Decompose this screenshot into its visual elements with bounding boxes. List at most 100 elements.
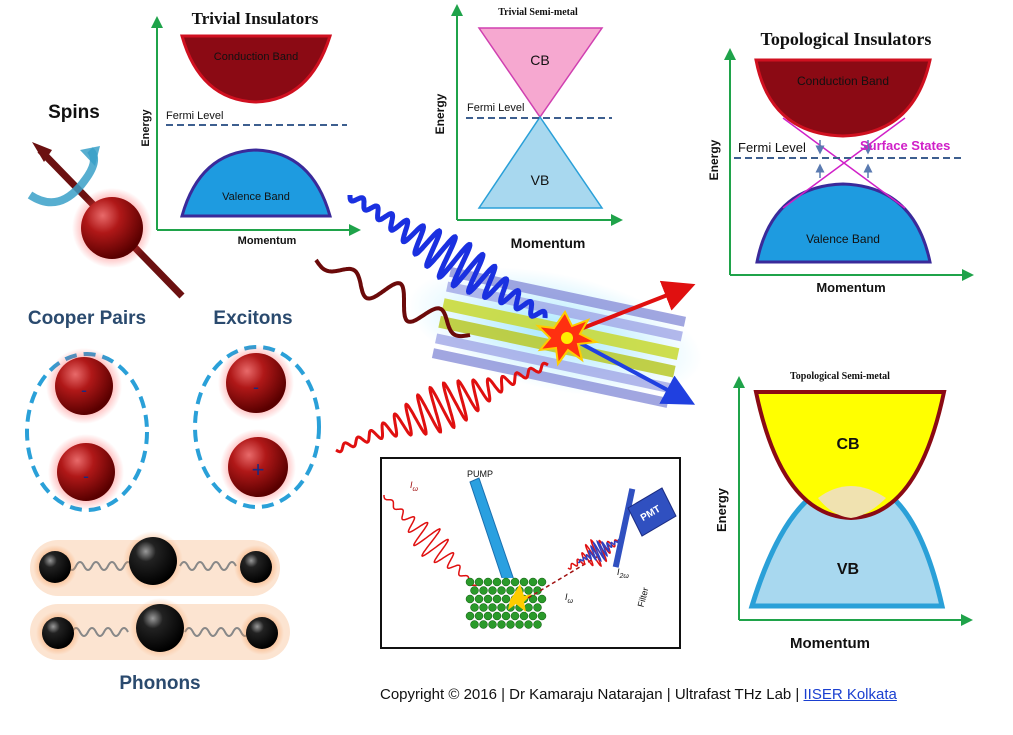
sample-atom <box>492 594 502 604</box>
sample-atom <box>479 603 488 612</box>
sample-atom <box>465 611 475 621</box>
sample-atom <box>483 594 493 604</box>
sample-atom <box>483 611 493 621</box>
sample-atom <box>465 594 475 604</box>
sample-atom <box>524 586 533 595</box>
cooper-electron-2 <box>57 443 115 501</box>
exciton-hole <box>228 437 288 497</box>
precession-arrowhead <box>80 146 100 166</box>
pump-label: PUMP <box>467 469 493 479</box>
exciton-electron <box>226 353 286 413</box>
surface-states-label: Surface States <box>860 138 950 153</box>
burst-core <box>561 332 573 344</box>
sample-atom <box>510 577 520 587</box>
sample-atom <box>474 577 484 587</box>
sample-atom <box>537 611 547 621</box>
topological-insulators-title: Topological Insulators <box>761 29 932 49</box>
sample-atom <box>488 620 497 629</box>
sample-atom <box>488 603 497 612</box>
conduction-band-label: Conduction Band <box>214 51 298 63</box>
vb-label: VB <box>531 172 550 188</box>
valence-band-label: Valence Band <box>222 191 290 203</box>
sample-atom <box>524 620 533 629</box>
sample-atom <box>537 594 547 604</box>
spins-label: Spins <box>48 102 100 123</box>
spin-arrowhead <box>32 142 52 162</box>
red-outgoing-arrow <box>564 280 696 337</box>
sample-atom <box>470 586 479 595</box>
momentum-axis-label: Momentum <box>238 235 297 247</box>
inset-experiment: PUMP Iω Iω I2ω Filter PMT <box>380 457 681 649</box>
sample-atom <box>510 611 520 621</box>
blue-outgoing-arrow <box>564 333 696 405</box>
valence-band-label: Valence Band <box>806 232 880 246</box>
sample-atom <box>537 577 547 587</box>
x-axis-arrow <box>961 614 973 626</box>
cb-region <box>753 390 947 521</box>
conduction-band-label: Conduction Band <box>797 74 889 88</box>
valence-band <box>755 182 932 264</box>
sample-atom <box>492 611 502 621</box>
sample-atom <box>497 586 506 595</box>
sample-atom <box>474 611 484 621</box>
cooper-pairs-label: Cooper Pairs <box>28 308 146 329</box>
i-omega-right-label: Iω <box>565 592 574 605</box>
surface-state-2 <box>782 117 906 209</box>
phonons-label: Phonons <box>119 673 200 694</box>
sample-atom <box>528 611 538 621</box>
exciton-charge-minus: - <box>253 377 259 397</box>
sample-atom <box>524 603 533 612</box>
x-axis-arrow <box>611 214 623 226</box>
blue-pulse <box>347 195 548 319</box>
sample-atom <box>483 577 493 587</box>
phonon-chain-2 <box>30 598 290 660</box>
trivial-insulators-diagram: Trivial Insulators Conduction Band Fermi… <box>140 9 361 247</box>
sample-atom <box>519 577 529 587</box>
x-axis-arrow <box>349 224 361 236</box>
sample-spot <box>508 584 532 612</box>
pmt-box <box>627 487 677 537</box>
x-axis-arrow <box>962 269 974 281</box>
sample-atom <box>501 594 511 604</box>
sample-atom <box>492 577 502 587</box>
momentum-axis-label: Momentum <box>511 235 586 251</box>
vb-cone <box>477 115 604 209</box>
sample-atom <box>479 586 488 595</box>
sample-atom <box>515 620 524 629</box>
cooper-charge-2: - <box>83 466 89 486</box>
red-pulse <box>335 361 549 454</box>
topological-semimetal-title: Topological Semi-metal <box>790 371 890 382</box>
y-axis-arrow <box>733 376 745 388</box>
terahertz-pulse <box>314 258 471 339</box>
trivial-semimetal-title: Trivial Semi-metal <box>498 7 578 18</box>
sample-atom <box>533 603 542 612</box>
sample-atom <box>497 603 506 612</box>
topological-insulators-diagram: Topological Insulators Conduction Band V… <box>707 29 974 295</box>
cooper-charge-1: - <box>81 380 87 400</box>
sample-atom <box>497 620 506 629</box>
copyright-text: Copyright © 2016 | Dr Kamaraju Natarajan… <box>380 686 804 703</box>
valence-band <box>180 148 332 218</box>
probe-pulse-in <box>383 495 479 590</box>
sample-atom <box>479 620 488 629</box>
sample-atom <box>474 594 484 604</box>
phonon-chain-1 <box>30 531 280 596</box>
iiser-kolkata-link[interactable]: IISER Kolkata <box>803 686 897 703</box>
exciton-charge-plus: + <box>252 457 265 482</box>
momentum-axis-label: Momentum <box>790 635 870 652</box>
energy-axis-label: Energy <box>140 108 152 146</box>
cooper-electron-1 <box>55 357 113 415</box>
exciton-ring <box>193 345 321 509</box>
shg-pulse-out <box>577 538 621 564</box>
conduction-band <box>754 58 932 138</box>
sample-atom <box>501 577 511 587</box>
sample-atom <box>533 620 542 629</box>
energy-axis-label: Energy <box>714 487 729 532</box>
energy-axis-label: Energy <box>707 139 721 180</box>
trivial-insulators-title: Trivial Insulators <box>192 9 319 28</box>
fermi-level-label: Fermi Level <box>166 110 223 122</box>
trivial-semimetal-diagram: Trivial Semi-metal CB VB Fermi Level Ene… <box>433 4 623 251</box>
conduction-band <box>180 34 333 104</box>
